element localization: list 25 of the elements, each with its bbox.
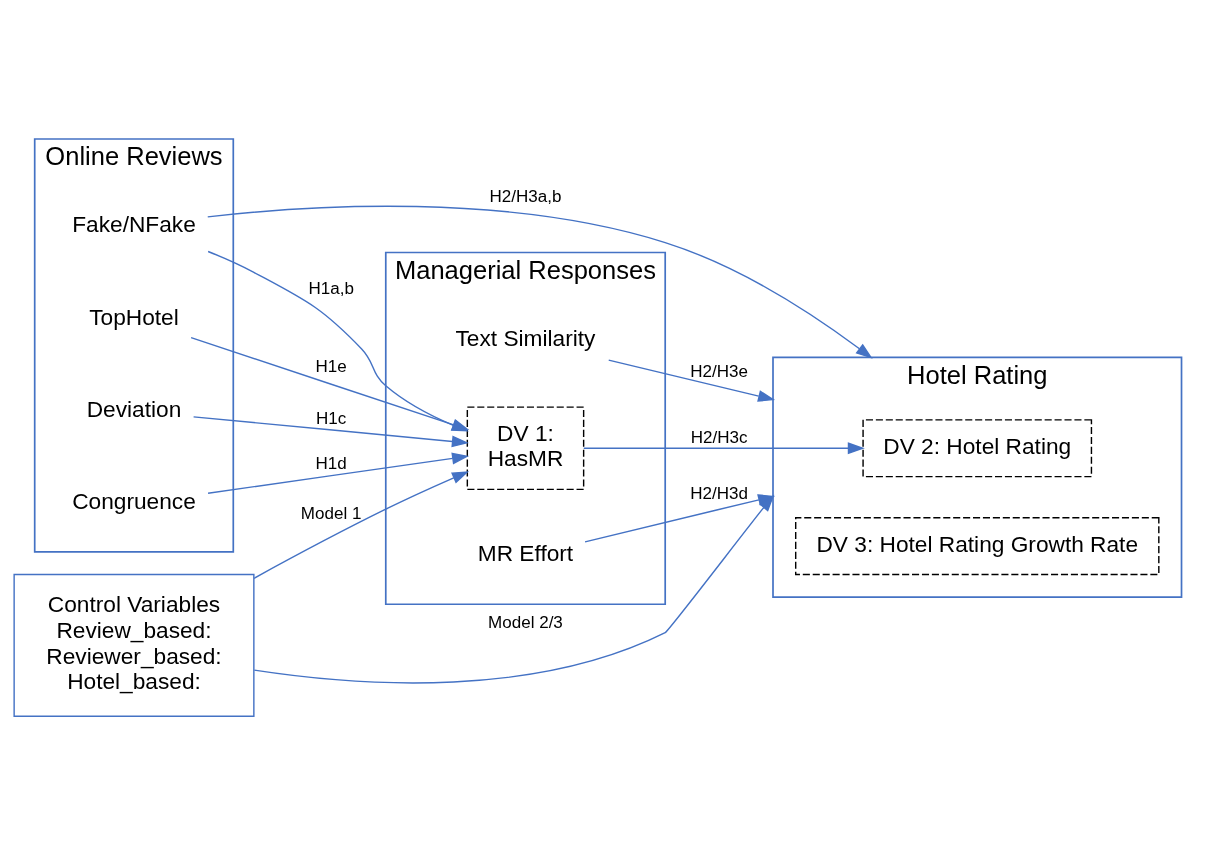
node-text: Deviation: [86, 395, 182, 422]
edge-label: H2/H3d: [690, 483, 748, 503]
edge-label: H2/H3a,b: [489, 187, 562, 207]
node-box: DV 2: Hotel Rating: [862, 419, 1093, 478]
edge-label: H2/H3e: [690, 361, 748, 381]
node-text: TopHotel: [89, 303, 179, 330]
edge-label: H1d: [315, 453, 347, 473]
arrow: [207, 205, 873, 359]
edge-label: Model 1: [300, 503, 362, 523]
node-text: Fake/NFake: [72, 211, 196, 238]
node-box: DV 3: Hotel Rating Growth Rate: [795, 517, 1160, 576]
arrow: [583, 442, 865, 455]
edge-label: H1a,b: [308, 279, 354, 299]
arrow: [253, 471, 470, 579]
arrow: [608, 359, 776, 402]
node-box: Control Variables Review_based: Reviewer_based: Hotel_based:: [13, 573, 255, 718]
edge-label: H1e: [315, 357, 347, 377]
edge-label: H2/H3c: [690, 428, 748, 448]
node-text: Congruence: [72, 487, 196, 514]
node-text: Text Similarity: [455, 324, 596, 351]
arrow: [207, 452, 470, 494]
edge-label: H1c: [316, 408, 347, 428]
edge-label: Model 2/3: [488, 612, 563, 632]
node-text: MR Effort: [477, 540, 574, 567]
node-box: DV 1: HasMR: [466, 406, 585, 491]
